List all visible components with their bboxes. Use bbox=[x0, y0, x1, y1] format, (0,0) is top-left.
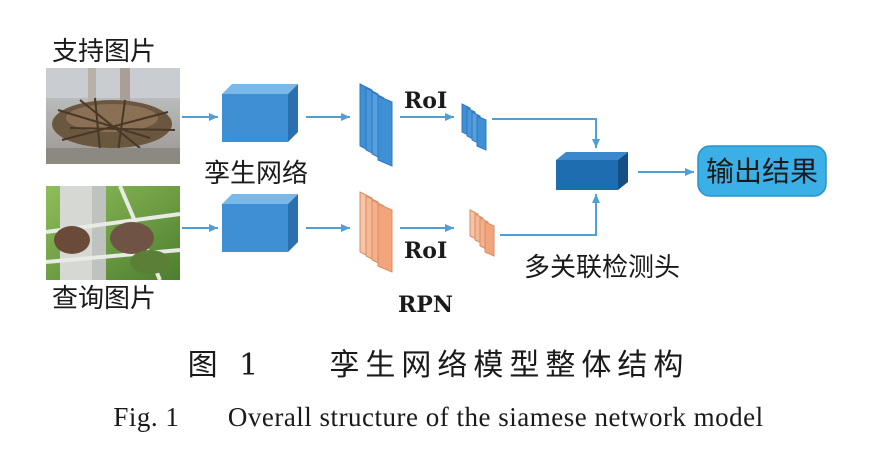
query-image-label: 查询图片 bbox=[52, 284, 156, 314]
caption-en-number: Fig. 1 bbox=[113, 402, 180, 432]
roi-label-top: RoI bbox=[404, 88, 447, 114]
query-feature-maps bbox=[359, 191, 393, 273]
backbone-block-bottom bbox=[222, 194, 298, 252]
caption-cn-number: 图 1 bbox=[187, 348, 265, 383]
support-image-label: 支持图片 bbox=[52, 37, 156, 67]
caption-cn-title: 孪生网络模型整体结构 bbox=[329, 348, 690, 383]
caption-chinese: 图 1 孪生网络模型整体结构 bbox=[0, 340, 877, 384]
connector-query-to-head bbox=[500, 194, 600, 236]
siamese-network-diagram: 支持图片 查询图片 bbox=[45, 37, 827, 318]
query-roi-features bbox=[469, 209, 495, 257]
output-box: 输出结果 bbox=[697, 145, 827, 197]
caption-en-title: Overall structure of the siamese network… bbox=[227, 402, 764, 432]
output-label: 输出结果 bbox=[706, 155, 818, 188]
rpn-label: RPN bbox=[398, 292, 453, 318]
multi-relation-head-label: 多关联检测头 bbox=[524, 253, 680, 283]
backbone-block-top bbox=[222, 84, 298, 142]
support-feature-maps bbox=[359, 83, 393, 167]
support-roi-features bbox=[461, 103, 487, 151]
caption-english: Fig. 1 Overall structure of the siamese … bbox=[0, 402, 877, 433]
roi-label-bottom: RoI bbox=[404, 238, 447, 264]
query-image bbox=[45, 185, 181, 281]
connector-support-to-head bbox=[492, 118, 600, 148]
siamese-network-label: 孪生网络 bbox=[204, 159, 308, 189]
multi-relation-head-block bbox=[556, 152, 628, 190]
support-image bbox=[46, 68, 180, 164]
